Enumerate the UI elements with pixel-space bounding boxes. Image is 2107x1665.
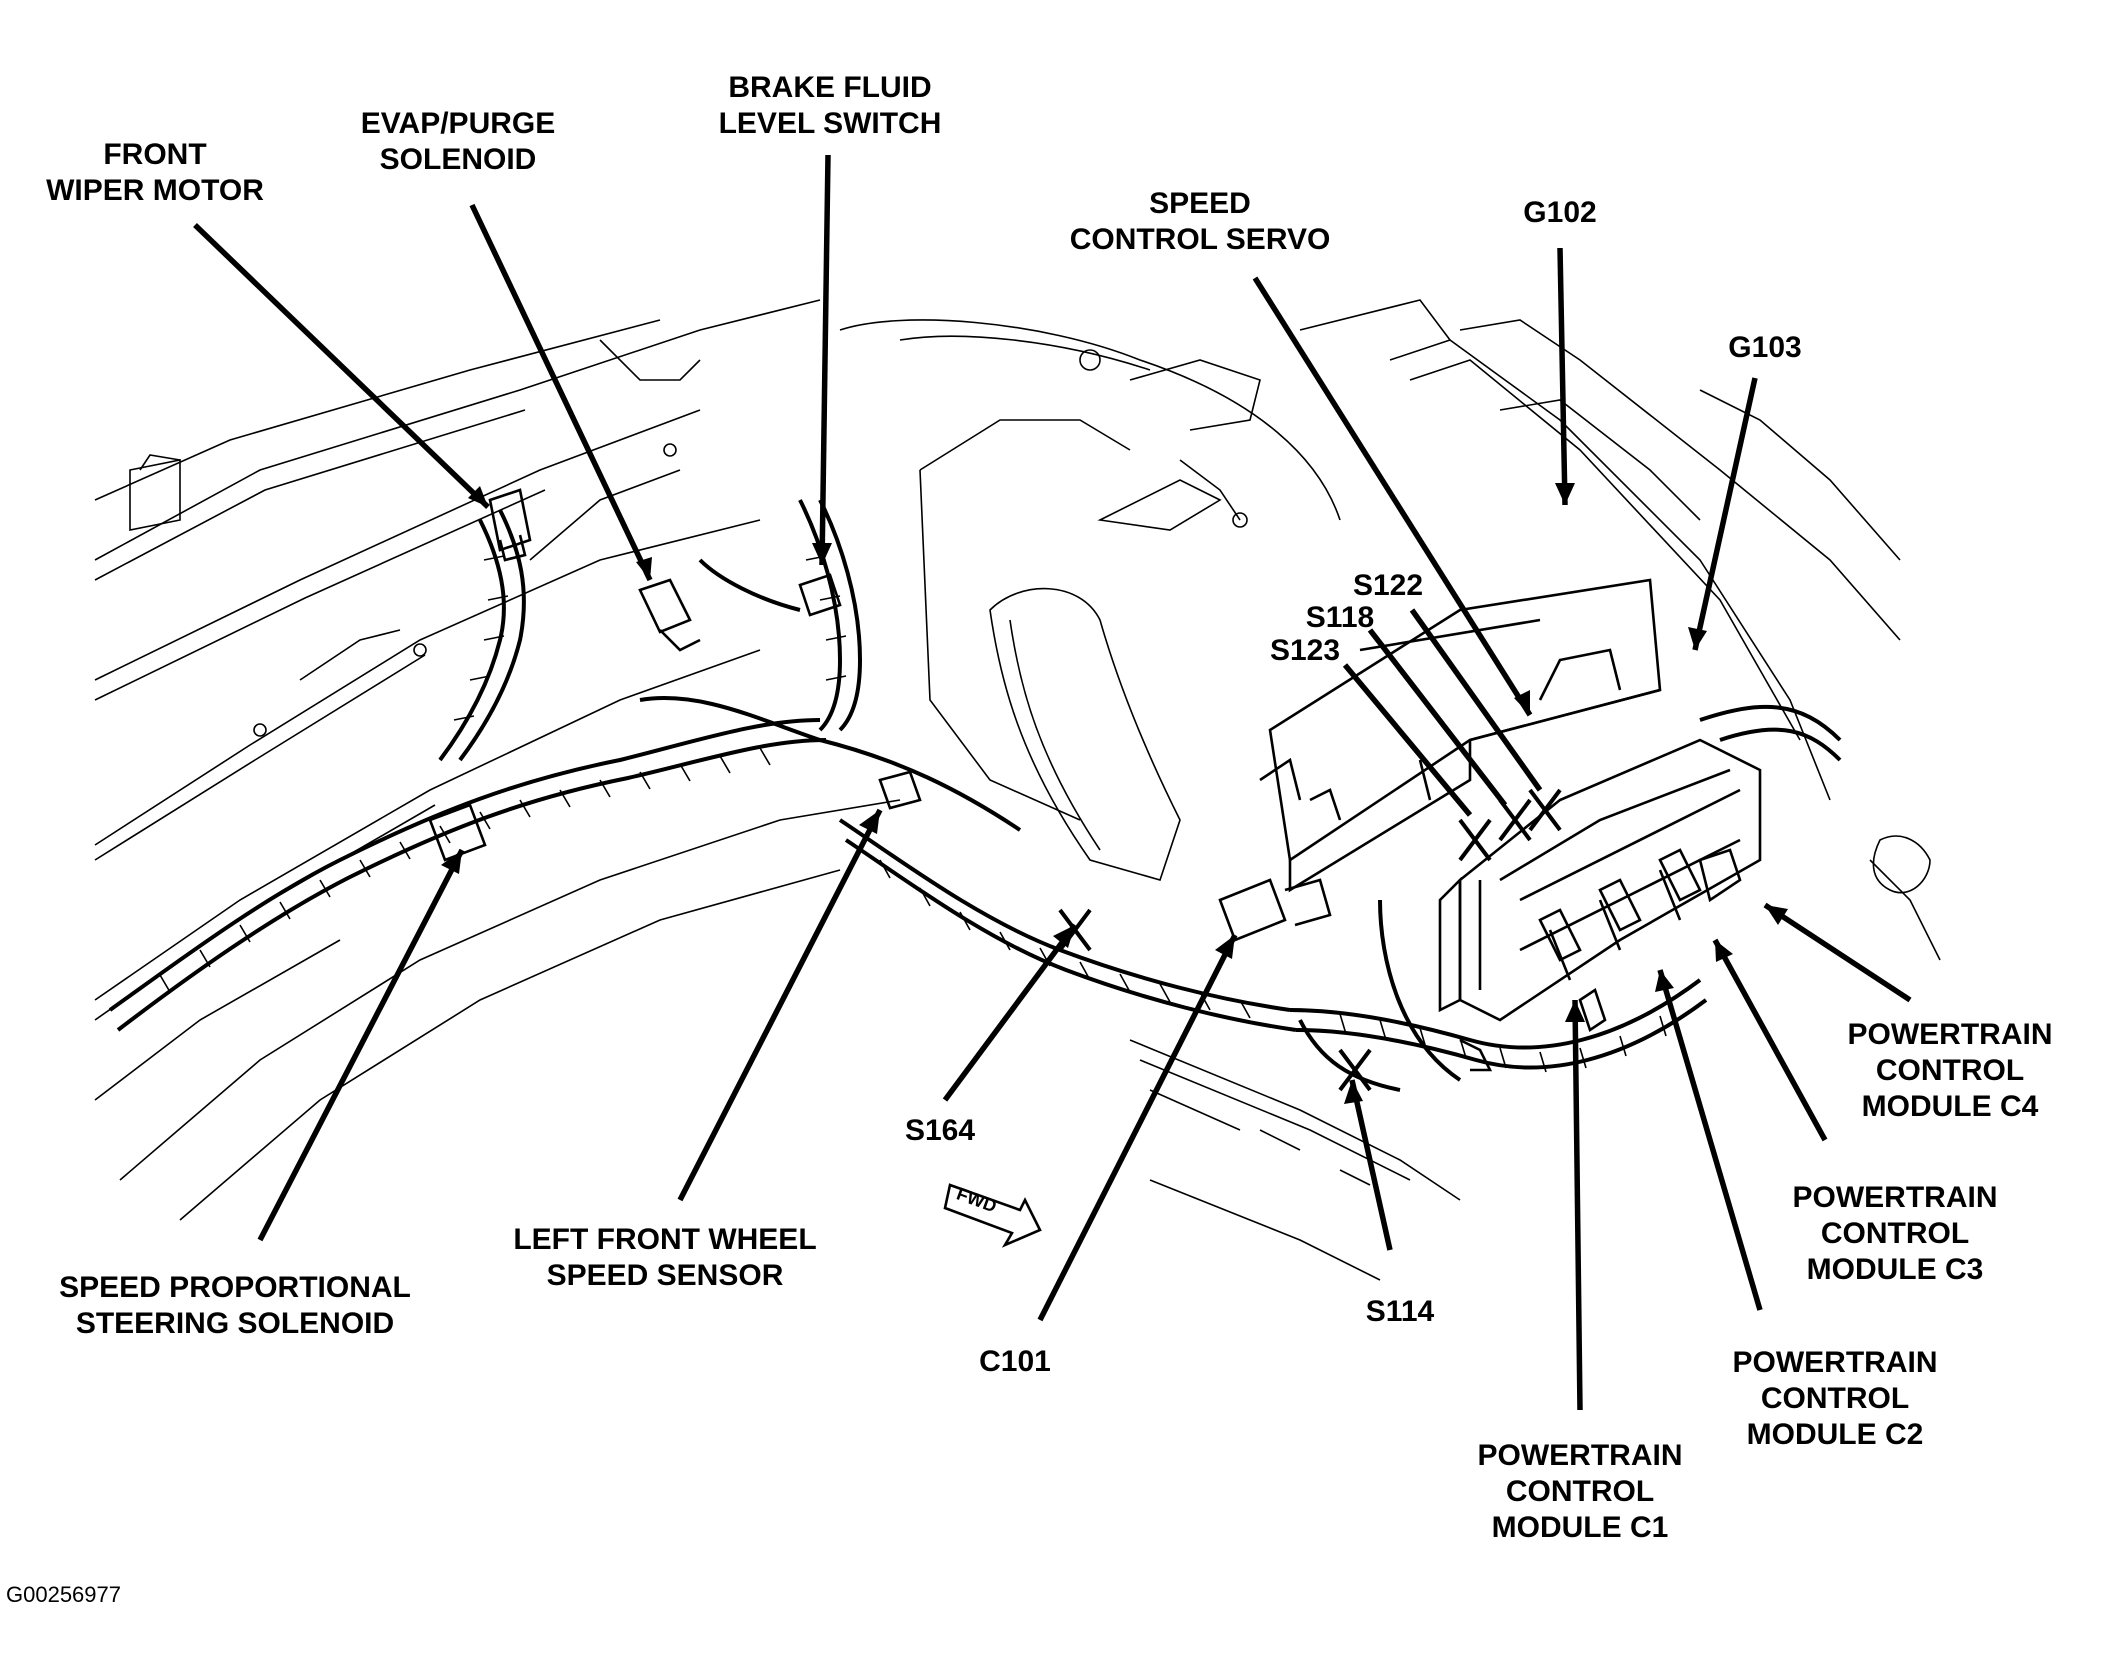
strut-tower bbox=[839, 299, 1451, 881]
label-brake-fluid-level-switch: BRAKE FLUID LEVEL SWITCH bbox=[718, 71, 942, 140]
label-s118: S118 bbox=[1305, 601, 1375, 634]
harness-connectors bbox=[428, 488, 1607, 1072]
harness-corrugation bbox=[159, 555, 1667, 1073]
label-evap-purge-solenoid: EVAP/PURGE SOLENOID bbox=[360, 107, 556, 176]
label-g103: G103 bbox=[1728, 331, 1802, 364]
label-s164: S164 bbox=[904, 1114, 976, 1147]
label-s114: S114 bbox=[1365, 1295, 1435, 1328]
powertrain-control-module bbox=[1438, 738, 1762, 1022]
label-front-wiper-motor: FRONT WIPER MOTOR bbox=[46, 138, 264, 207]
figure-id: G00256977 bbox=[6, 1582, 121, 1607]
arrowheads bbox=[441, 483, 1788, 1104]
left-fender-structure bbox=[94, 299, 901, 1221]
right-fender-structure bbox=[1129, 319, 1941, 1281]
label-pcm-c1: POWERTRAIN CONTROL MODULE C1 bbox=[1477, 1439, 1683, 1544]
label-left-front-wheel-speed-sensor: LEFT FRONT WHEEL SPEED SENSOR bbox=[513, 1223, 817, 1292]
label-pcm-c4: POWERTRAIN CONTROL MODULE C4 bbox=[1847, 1018, 2053, 1123]
label-speed-control-servo: SPEED CONTROL SERVO bbox=[1069, 187, 1331, 256]
forward-direction-arrow bbox=[943, 1183, 1042, 1248]
label-pcm-c2: POWERTRAIN CONTROL MODULE C2 bbox=[1732, 1346, 1938, 1451]
label-s123: S123 bbox=[1269, 634, 1341, 667]
label-c101: C101 bbox=[979, 1345, 1051, 1378]
leader-lines bbox=[193, 154, 1912, 1411]
label-speed-proportional-steering-solenoid: SPEED PROPORTIONAL STEERING SOLENOID bbox=[59, 1271, 411, 1340]
power-distribution-center bbox=[1259, 578, 1662, 893]
label-s122: S122 bbox=[1352, 569, 1424, 602]
label-g102: G102 bbox=[1523, 196, 1597, 229]
label-pcm-c3: POWERTRAIN CONTROL MODULE C3 bbox=[1792, 1181, 1998, 1286]
